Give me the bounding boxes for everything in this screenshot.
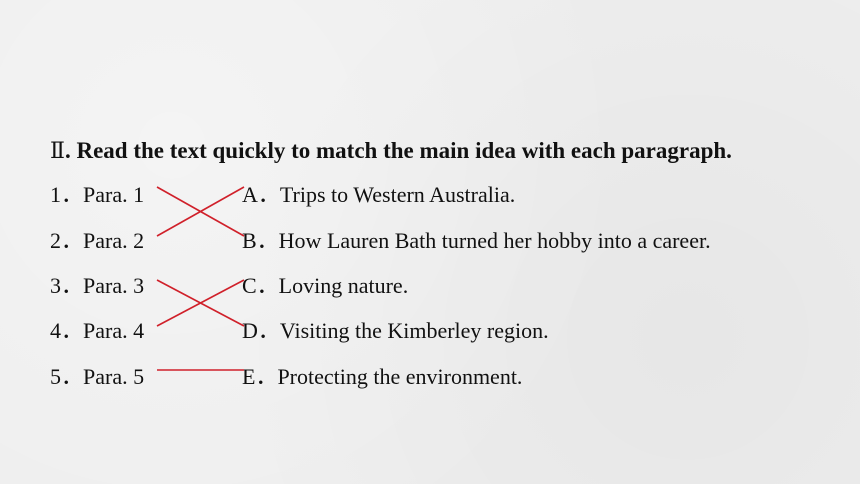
idea-item-e: E．Protecting the environment. [242, 364, 523, 389]
idea-item-c: C．Loving nature. [242, 273, 409, 298]
paragraph-item-2: 2．Para. 2 [50, 228, 145, 253]
idea-item-a: A．Trips to Western Australia. [242, 182, 516, 207]
idea-item-b: B．How Lauren Bath turned her hobby into … [242, 228, 711, 253]
instruction-text: Read the text quickly to match the main … [76, 138, 732, 163]
paragraph-item-4: 4．Para. 4 [50, 318, 145, 343]
idea-item-d: D．Visiting the Kimberley region. [242, 318, 549, 343]
paragraph-item-3: 3．Para. 3 [50, 273, 145, 298]
section-numeral: Ⅱ [50, 139, 65, 164]
heading-separator: . [64, 138, 71, 163]
exercise-heading: Ⅱ. Read the text quickly to match the ma… [50, 136, 732, 167]
paragraph-item-1: 1．Para. 1 [50, 182, 145, 207]
paragraph-item-5: 5．Para. 5 [50, 364, 145, 389]
